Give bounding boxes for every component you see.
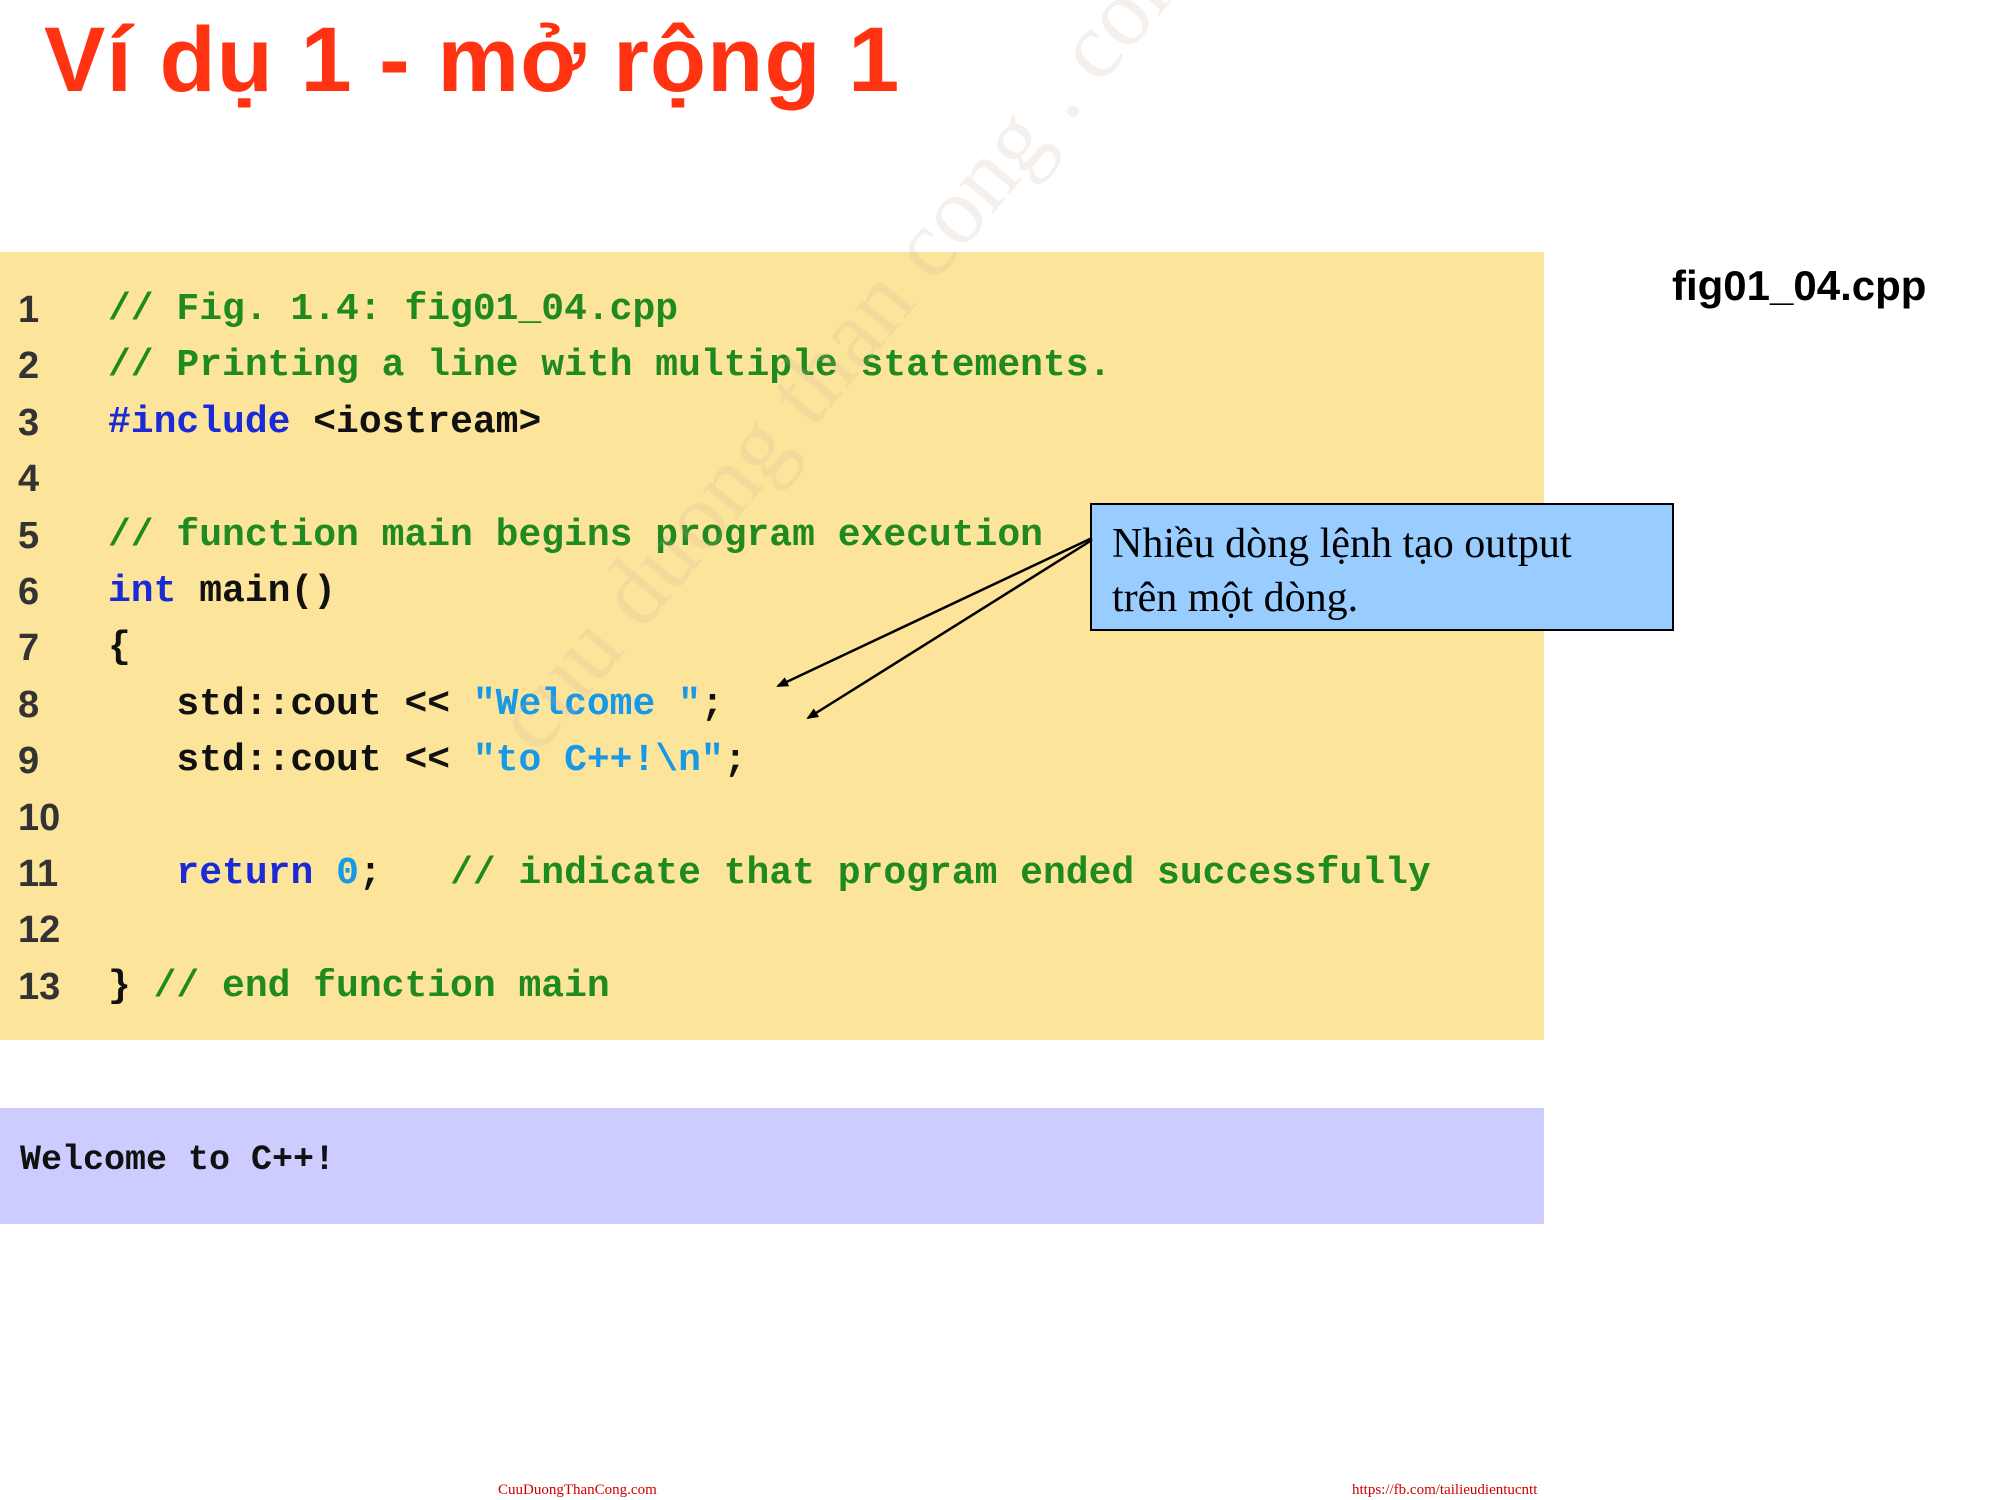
callout-box: Nhiều dòng lệnh tạo output trên một dòng…: [1090, 503, 1674, 631]
code-line: 5 // function main begins program executi…: [0, 508, 1540, 564]
line-number: 7: [18, 627, 40, 670]
footer-right-text: https://fb.com/tailieudientucntt: [1352, 1482, 1538, 1498]
code-line: 8 std::cout << "Welcome ";: [0, 677, 1540, 733]
line-number: 3: [18, 401, 40, 444]
footer-left-text: CuuDuongThanCong.com: [498, 1482, 657, 1498]
line-number: 8: [18, 683, 40, 726]
code-line: 10: [0, 790, 1540, 846]
code-token: // Printing a line with multiple stateme…: [108, 344, 1112, 388]
code-text: {: [108, 620, 131, 676]
code-text: return 0; // indicate that program ended…: [108, 846, 1431, 902]
code-line: 11 return 0; // indicate that program en…: [0, 846, 1540, 902]
code-text: #include <iostream>: [108, 395, 541, 451]
code-token: {: [108, 626, 131, 670]
program-output-panel: Welcome to C++!: [0, 1108, 1544, 1224]
code-token: 0: [336, 852, 359, 895]
code-token: int: [108, 570, 177, 613]
file-name-label: fig01_04.cpp: [1672, 262, 1927, 309]
code-text: std::cout << "Welcome ";: [108, 677, 724, 733]
arrow-to-line-8-a: [776, 536, 1093, 688]
line-number: 10: [18, 796, 61, 839]
code-text: int main(): [108, 564, 336, 620]
line-number: 1: [18, 289, 40, 331]
code-text: } // end function main: [108, 959, 610, 1015]
code-token: ;: [358, 852, 451, 895]
code-line: 6 int main(): [0, 564, 1540, 620]
code-token: }: [108, 964, 154, 1008]
code-token: // function main begins program executio…: [108, 513, 1043, 557]
code-token: std::cout <<: [108, 682, 473, 726]
code-listing-panel: 1 // Fig. 1.4: fig01_04.cpp 2 // Printing a…: [0, 252, 1544, 1040]
code-token: return: [176, 852, 314, 895]
program-output-text: Welcome to C++!: [20, 1140, 336, 1180]
line-number: 11: [18, 853, 59, 895]
slide-title: Ví dụ 1 - mở rộng 1: [44, 9, 901, 111]
code-token: std::cout <<: [108, 739, 473, 783]
line-number: 9: [18, 740, 40, 783]
code-text: std::cout << "to C++!\n";: [108, 733, 747, 789]
code-token: // Fig. 1.4: fig01_04.cpp: [108, 288, 679, 331]
code-token: #include: [108, 400, 291, 444]
code-token: ;: [723, 739, 747, 783]
line-number: 6: [18, 571, 40, 613]
code-line: 1 // Fig. 1.4: fig01_04.cpp: [0, 282, 1540, 338]
code-text: // Fig. 1.4: fig01_04.cpp: [108, 282, 678, 338]
code-token: "Welcome ": [472, 682, 701, 726]
code-line: 3 #include <iostream>: [0, 395, 1540, 451]
code-text: // Printing a line with multiple stateme…: [108, 338, 1111, 394]
code-token: main(): [176, 570, 337, 613]
callout-line-2: trên một dòng.: [1112, 575, 1359, 621]
code-line: 7{: [0, 620, 1540, 676]
arrow-to-line-8-b: [806, 538, 1093, 720]
code-line: 4: [0, 451, 1540, 507]
code-line: 9 std::cout << "to C++!\n";: [0, 733, 1540, 789]
code-token: // indicate that program ended successfu…: [450, 852, 1431, 895]
line-number: 2: [18, 345, 40, 388]
line-number: 5: [18, 514, 40, 557]
code-line: 13} // end function main: [0, 959, 1540, 1015]
code-line: 2 // Printing a line with multiple statem…: [0, 338, 1540, 394]
code-text: // function main begins program executio…: [108, 508, 1043, 564]
code-token: "to C++!\n": [472, 739, 724, 783]
code-token: ;: [700, 682, 724, 726]
line-number: 4: [18, 458, 40, 501]
callout-line-1: Nhiều dòng lệnh tạo output: [1112, 521, 1572, 567]
code-line: 12: [0, 902, 1540, 958]
code-token: <iostream>: [290, 400, 542, 444]
code-token: // end function main: [153, 964, 610, 1008]
line-number: 12: [18, 909, 61, 952]
line-number: 13: [18, 965, 61, 1008]
